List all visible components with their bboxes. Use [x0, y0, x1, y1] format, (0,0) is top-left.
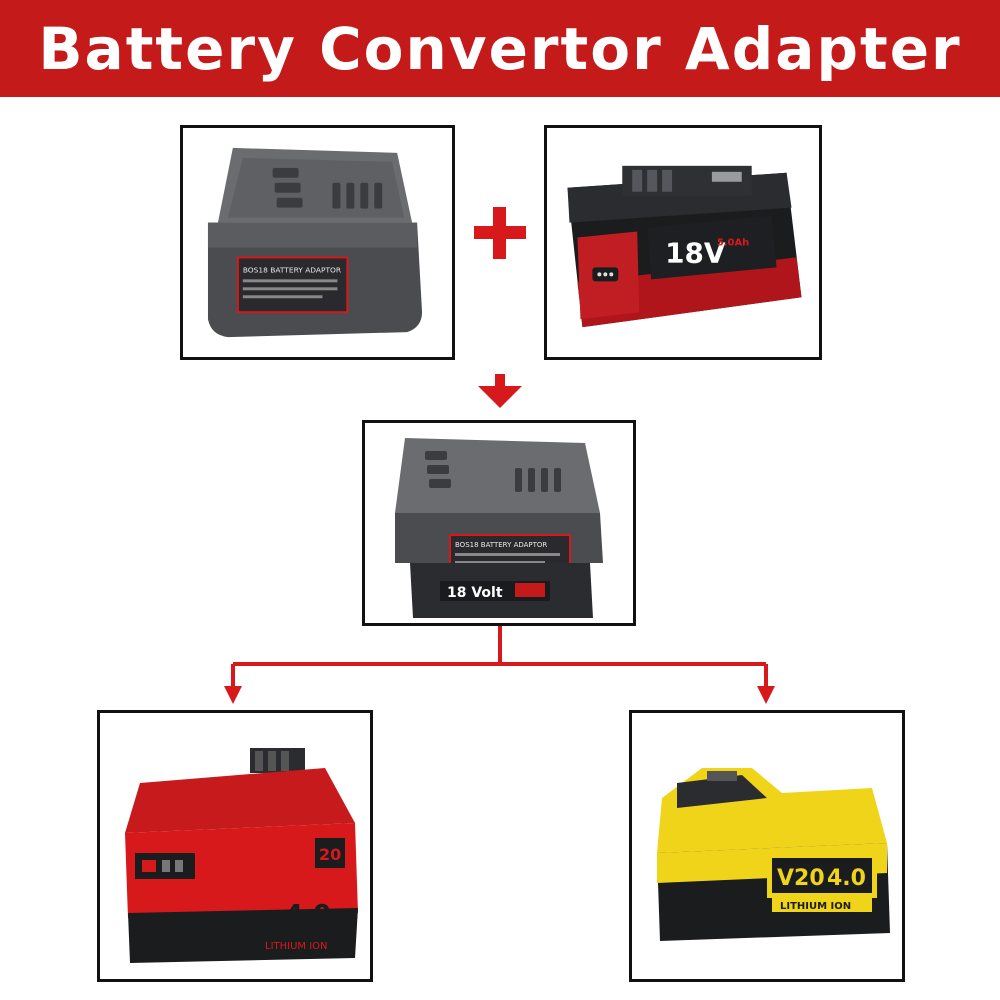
stanley-battery-frame: V20 4.0 LITHIUM ION: [629, 710, 905, 982]
arrow-down-right-icon: [757, 686, 775, 704]
stanley-series-label: V20: [777, 866, 825, 891]
combined-voltage-label: 18 Volt: [447, 585, 503, 601]
stanley-chemistry-label: LITHIUM ION: [780, 901, 851, 912]
adapter-illustration: BOS18 BATTERY ADAPTOR: [207, 147, 423, 338]
adapter-label-text: BOS18 BATTERY ADAPTOR: [243, 265, 341, 274]
page-title: Battery Convertor Adapter: [38, 14, 962, 83]
craftsman-battery-illustration: 4.0 20 LITHIUM ION: [125, 748, 358, 963]
arrow-down-icon: [478, 374, 522, 408]
craftsman-chemistry-label: LITHIUM ION: [265, 941, 328, 952]
combined-illustration: BOS18 BATTERY ADAPTOR 18 Volt: [395, 438, 603, 618]
bosch-voltage-label: 18V: [665, 236, 726, 269]
craftsman-series-label: 20: [319, 845, 341, 864]
arrow-down-left-icon: [224, 686, 242, 704]
adapter-image-frame: BOS18 BATTERY ADAPTOR: [180, 125, 455, 360]
craftsman-battery-frame: 4.0 20 LITHIUM ION: [97, 710, 373, 982]
bosch-capacity-label: 5.0Ah: [717, 237, 749, 248]
plus-icon: [474, 207, 526, 259]
bosch-battery-illustration: 18V 5.0Ah: [567, 165, 802, 328]
combined-adapter-frame: BOS18 BATTERY ADAPTOR 18 Volt: [362, 420, 636, 626]
craftsman-capacity-label: 4.0: [285, 900, 331, 930]
branch-lines: [231, 626, 768, 688]
stanley-battery-illustration: V20 4.0 LITHIUM ION: [657, 768, 890, 941]
bosch-battery-frame: 18V 5.0Ah: [544, 125, 822, 360]
stanley-capacity-label: 4.0: [827, 866, 866, 891]
combined-label-text: BOS18 BATTERY ADAPTOR: [455, 541, 547, 549]
title-banner: Battery Convertor Adapter: [0, 0, 1000, 97]
